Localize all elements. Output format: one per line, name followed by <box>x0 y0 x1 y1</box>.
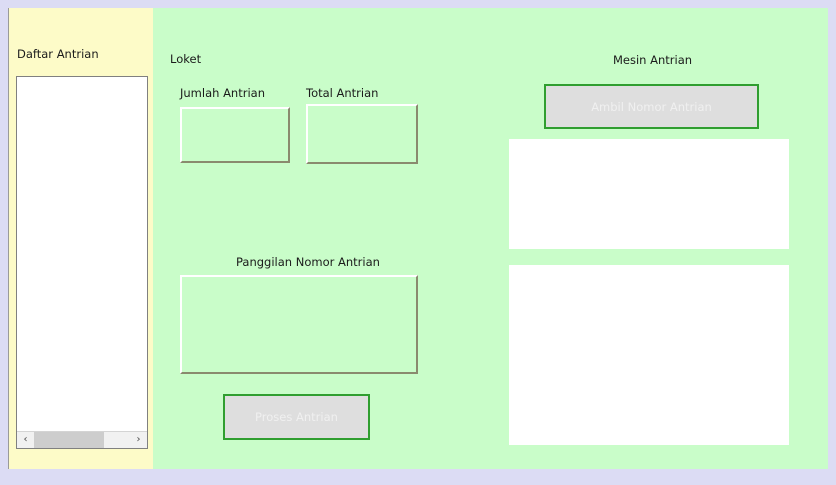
queue-call-field[interactable] <box>180 275 418 374</box>
queue-list-horizontal-scrollbar[interactable]: ‹ › <box>17 431 147 448</box>
machine-section-title: Mesin Antrian <box>613 53 693 67</box>
main-panel: Loket Jumlah Antrian Total Antrian Pangg… <box>153 8 828 469</box>
queue-call-label: Panggilan Nomor Antrian <box>236 255 380 269</box>
queue-count-label: Jumlah Antrian <box>180 86 265 100</box>
queue-list-panel: Daftar Antrian ‹ › <box>8 8 153 469</box>
queue-list-items-area[interactable] <box>17 77 147 431</box>
queue-total-field[interactable] <box>306 104 418 164</box>
process-queue-button[interactable]: Proses Antrian <box>223 394 370 440</box>
scrollbar-thumb[interactable] <box>34 432 104 448</box>
machine-display-top <box>509 139 789 249</box>
scroll-right-arrow-icon[interactable]: › <box>130 432 147 448</box>
queue-list-title: Daftar Antrian <box>17 47 99 61</box>
machine-display-bottom <box>509 265 789 445</box>
counter-section-title: Loket <box>170 52 202 66</box>
queue-list-listbox[interactable]: ‹ › <box>16 76 148 449</box>
take-number-button[interactable]: Ambil Nomor Antrian <box>544 84 759 129</box>
scroll-left-arrow-icon[interactable]: ‹ <box>17 432 34 448</box>
queue-total-label: Total Antrian <box>306 86 379 100</box>
scrollbar-track[interactable] <box>34 432 130 448</box>
queue-count-field[interactable] <box>180 107 290 163</box>
